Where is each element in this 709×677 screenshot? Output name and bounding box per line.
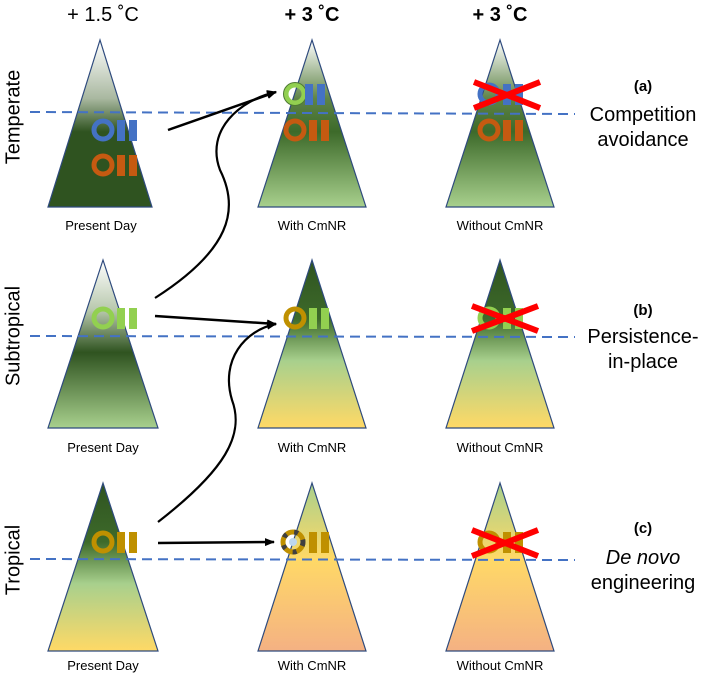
panel-description-line: Competition <box>589 104 697 126</box>
caption-with-cmnr: With CmNR <box>277 658 347 673</box>
panel-description-line: avoidance <box>597 129 689 151</box>
dispersal-arrow-icon <box>154 90 277 299</box>
extinction-cross-icon <box>470 303 540 334</box>
species-oii-icon <box>283 118 329 142</box>
species-oii-icon <box>305 84 325 105</box>
species-oii-icon <box>309 308 329 329</box>
caption-with-cmnr: With CmNR <box>277 218 347 233</box>
mountain-icon <box>47 481 159 652</box>
dispersal-arrow-icon <box>157 538 275 547</box>
species-oii-icon <box>280 529 329 555</box>
mountain-icon <box>47 258 159 429</box>
caption-without-cmnr: Without CmNR <box>456 218 544 233</box>
panel-description-c: De novo engineering <box>591 546 696 596</box>
column-title-without-cmnr: + 3 ˚C <box>472 4 528 26</box>
row-label-subtropical: Subtropical <box>2 285 25 387</box>
caption-without-cmnr: Without CmNR <box>456 440 544 455</box>
panel-description-b: Persistence- in-place <box>587 325 698 375</box>
species-oii-icon <box>283 306 307 330</box>
mountain-icon <box>445 38 555 208</box>
row-label-temperate: Temperate <box>2 69 25 165</box>
mountain-icon <box>257 481 367 652</box>
caption-with-cmnr: With CmNR <box>277 440 347 455</box>
row-label-tropical: Tropical <box>2 524 25 596</box>
species-oii-icon <box>91 306 137 330</box>
caption-present-day: Present Day <box>67 658 139 673</box>
mountain-icon <box>445 481 555 652</box>
panel-description-line: engineering <box>590 572 696 594</box>
species-oii-icon <box>91 530 137 554</box>
species-oii-icon <box>91 118 137 142</box>
mountain-icon <box>257 258 367 429</box>
species-oii-icon <box>91 153 137 177</box>
dashed-line <box>29 558 576 561</box>
panel-description-line: De novo <box>605 547 681 569</box>
caption-present-day: Present Day <box>67 440 139 455</box>
species-oii-icon <box>477 118 523 142</box>
panel-letter-a: (a) <box>633 78 653 95</box>
panel-letter-b: (b) <box>633 302 653 319</box>
extinction-cross-icon <box>472 79 542 111</box>
column-title-present: + 1.5 ˚C <box>67 4 139 26</box>
mountain-icon <box>445 258 555 429</box>
panel-description-line: in-place <box>607 351 679 373</box>
caption-present-day: Present Day <box>65 218 137 233</box>
extinction-cross-icon <box>470 527 540 559</box>
dispersal-arrow-icon <box>157 321 277 523</box>
dashed-line <box>29 111 576 115</box>
dashed-line <box>29 335 576 338</box>
panel-description-line: Persistence- <box>587 326 699 348</box>
caption-without-cmnr: Without CmNR <box>456 658 544 673</box>
dispersal-arrow-icon <box>154 314 277 328</box>
column-title-with-cmnr: + 3 ˚C <box>284 4 340 26</box>
panel-letter-c: (c) <box>633 520 653 537</box>
panel-description-a: Competition avoidance <box>590 103 697 153</box>
